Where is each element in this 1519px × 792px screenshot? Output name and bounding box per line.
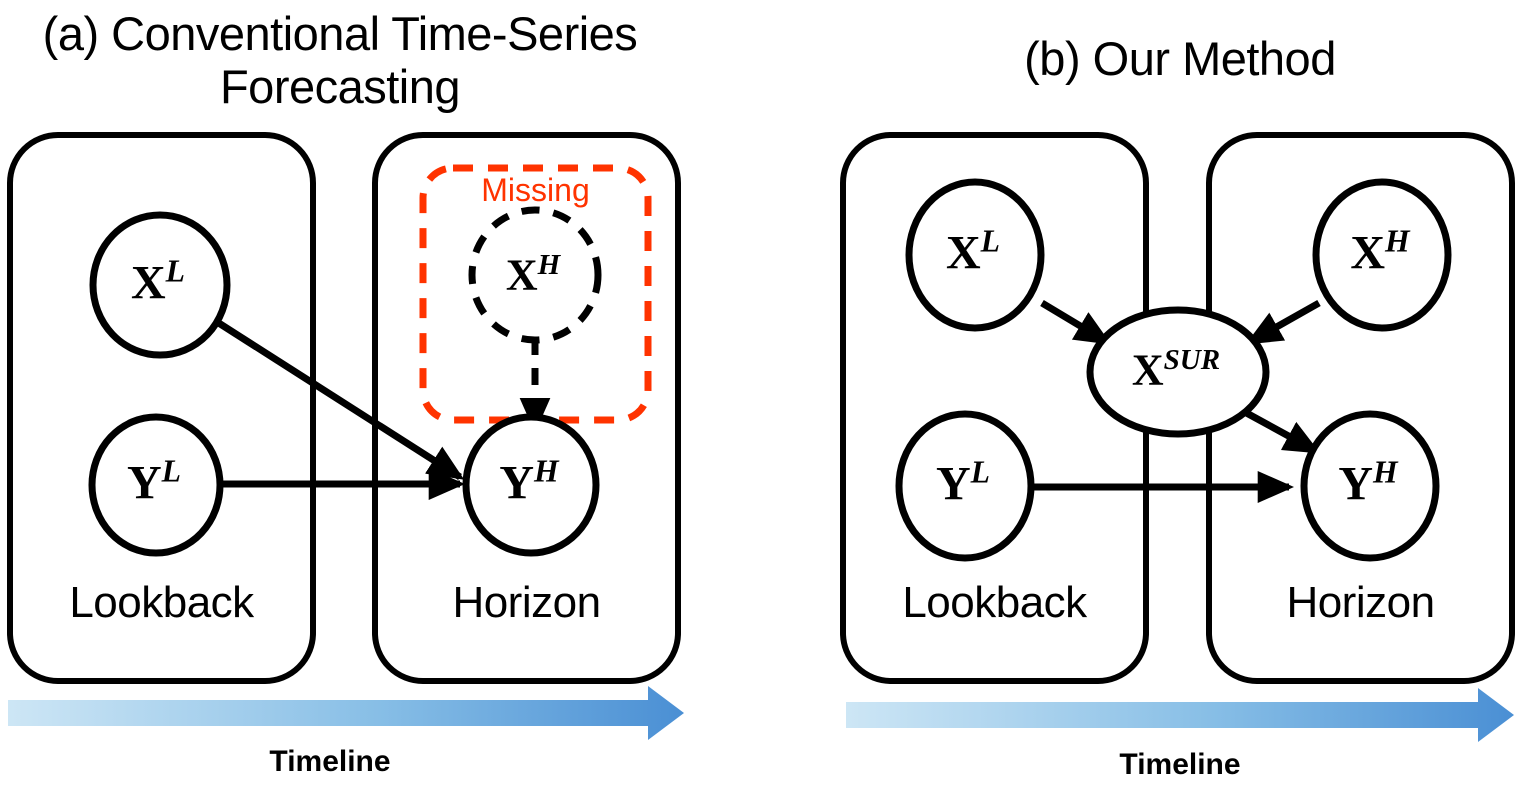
- panel-b-node-y-h-label: YH: [1338, 454, 1398, 511]
- panel-b-lookback-label: Lookback: [902, 578, 1087, 627]
- panel-a-lookback-box: [7, 132, 316, 684]
- panel-b-node-y-l: [895, 410, 1035, 562]
- panel-b-node-x-h-label: XH: [1350, 223, 1410, 280]
- panel-a-node-x-l-label: XL: [130, 253, 186, 310]
- panel-a-node-y-l: [88, 413, 224, 557]
- panel-a-node-y-l-label: YL: [126, 453, 182, 510]
- panel-b-timeline-arrow: [846, 688, 1514, 742]
- panel-b-node-x-sur: [1086, 306, 1270, 438]
- panel-b-node-x-l: [905, 178, 1045, 332]
- panel-b-title: (b) Our Method: [1024, 32, 1336, 85]
- panel-a-node-x-h: [468, 206, 602, 344]
- panel-a-edge-xl-yh: [212, 317, 465, 480]
- panel-a-node-x-h-label: XH: [505, 248, 561, 300]
- panel-a-horizon-box: [372, 132, 681, 684]
- panel-b-edge-xsur-yh: [1239, 406, 1321, 455]
- panel-a-lookback-label: Lookback: [69, 578, 254, 627]
- panel-a-horizon-label: Horizon: [452, 578, 601, 627]
- panel-b-node-x-h: [1312, 178, 1452, 332]
- panel-a-node-y-h-label: YH: [499, 453, 559, 510]
- panel-b-horizon-label: Horizon: [1286, 578, 1435, 627]
- panel-b-node-x-sur-label: XSUR: [1131, 343, 1221, 395]
- panel-b-node-y-l-label: YL: [935, 454, 991, 511]
- panel-a-timeline-label: Timeline: [269, 745, 391, 778]
- panel-b-edge-xh-xsur: [1245, 299, 1321, 346]
- panel-a-node-y-h: [462, 413, 600, 557]
- panel-a-title: (a) Conventional Time-Series Forecasting: [42, 7, 638, 113]
- panel-b-node-y-h: [1300, 410, 1440, 562]
- panel-b-timeline-label: Timeline: [1119, 748, 1241, 781]
- panel-a-timeline-arrow: [8, 686, 684, 740]
- panel-b-edge-xl-xsur: [1040, 299, 1112, 346]
- panel-a-missing-label: Missing: [481, 172, 590, 208]
- panel-b-node-x-l-label: XL: [945, 223, 1001, 280]
- panel-a-node-x-l: [89, 211, 231, 359]
